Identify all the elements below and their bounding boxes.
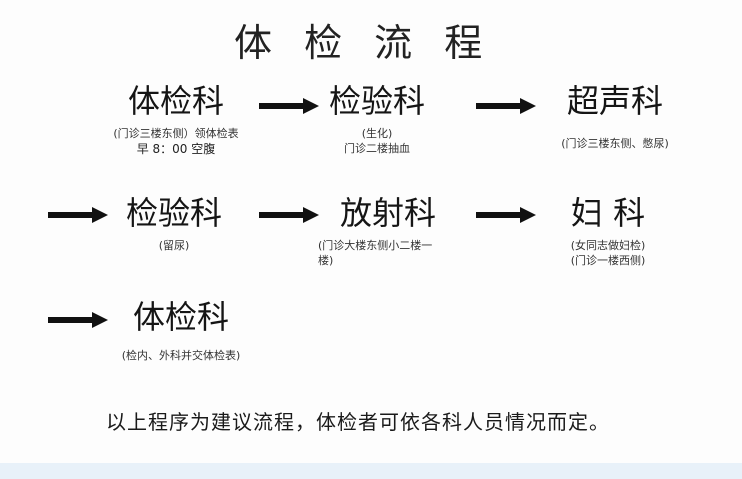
step-6: 妇 科 (女同志做妇检) (门诊一楼西侧)	[556, 194, 660, 268]
step-7-dept: 体检科	[132, 298, 229, 336]
step-2-note: (生化)	[361, 127, 393, 140]
step-4-note: (留尿)	[158, 239, 190, 252]
step-6-note: (女同志做妇检)	[570, 239, 646, 252]
step-4: 检验科 (留尿)	[118, 194, 230, 253]
step-6-dept: 妇 科	[570, 194, 646, 232]
arrow-4-5	[259, 207, 319, 223]
step-1-note: (门诊三楼东侧）领体检表	[113, 127, 239, 140]
step-5-dept: 放射科	[340, 194, 437, 232]
step-3: 超声科 (门诊三楼东侧、憋尿)	[548, 82, 682, 151]
step-3-dept: 超声科	[566, 82, 663, 120]
step-5-note: (门诊大楼东侧小二楼一	[318, 239, 433, 252]
step-2-dept: 检验科	[328, 82, 425, 120]
step-1: 体检科 (门诊三楼东侧）领体检表 早 8：00 空腹	[96, 82, 256, 157]
arrow-2-3	[476, 98, 536, 114]
step-3-note: (门诊三楼东侧、憋尿)	[561, 137, 669, 150]
bottom-strip	[0, 463, 742, 479]
arrow-3-4	[48, 207, 108, 223]
step-5-note2: 楼)	[318, 254, 334, 267]
step-7: 体检科 (检内、外科并交体检表)	[106, 298, 256, 363]
step-1-note2: 早 8：00 空腹	[136, 142, 216, 156]
page-title: 体 检 流 程	[234, 21, 493, 65]
arrow-5-6	[476, 207, 536, 223]
flowchart-page	[0, 0, 742, 463]
step-4-dept: 检验科	[125, 194, 222, 232]
step-5: 放射科 (门诊大楼东侧小二楼一 楼)	[318, 194, 468, 268]
step-6-note2: (门诊一楼西侧)	[570, 254, 646, 267]
step-7-note: (检内、外科并交体检表)	[121, 349, 241, 362]
step-1-dept: 体检科	[127, 82, 224, 120]
footer-note: 以上程序为建议流程，体检者可依各科人员情况而定。	[106, 410, 610, 434]
arrow-6-7	[48, 312, 108, 328]
step-2: 检验科 (生化) 门诊二楼抽血	[322, 82, 432, 156]
arrow-1-2	[259, 98, 319, 114]
step-2-note2: 门诊二楼抽血	[344, 142, 410, 155]
